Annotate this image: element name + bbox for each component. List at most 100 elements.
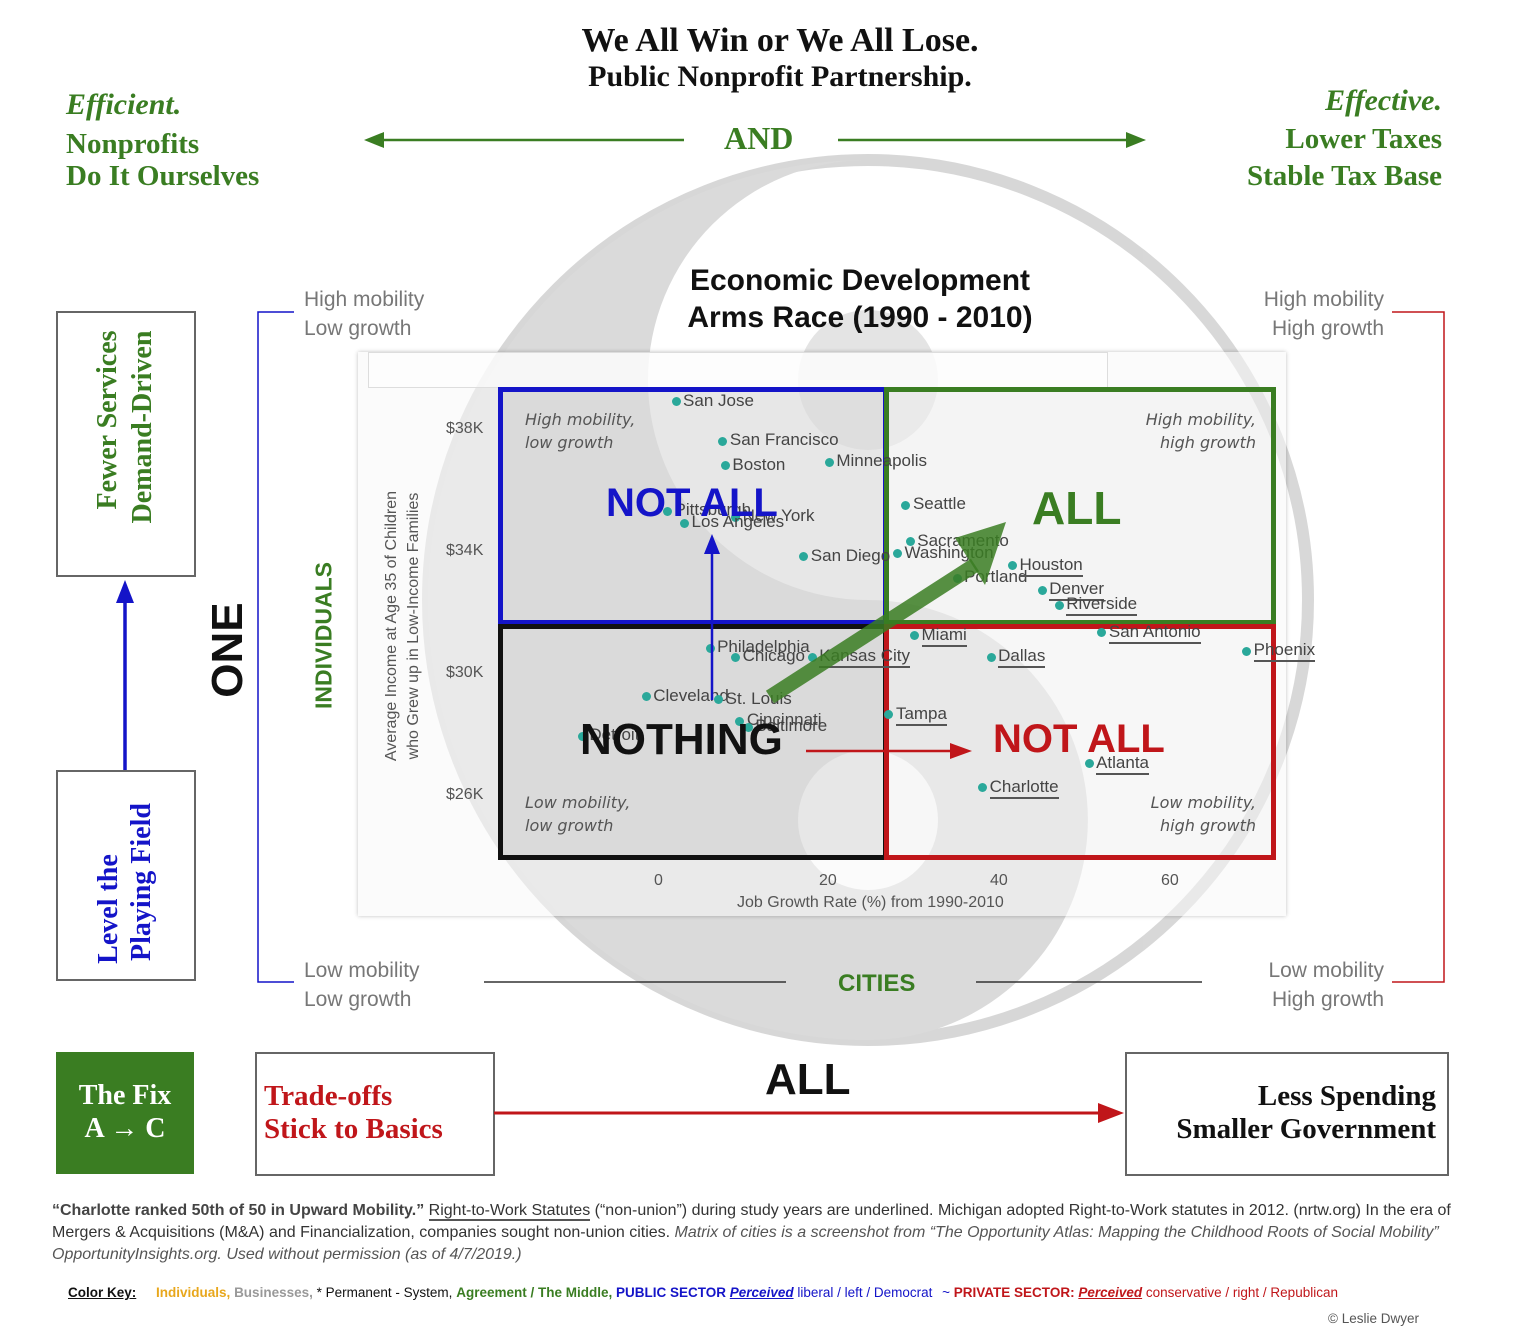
corner-top-right: High mobility High growth xyxy=(1264,285,1384,343)
header-left-line2: Do It Ourselves xyxy=(66,160,260,192)
quadrant-br-label: Low mobility, high growth xyxy=(1151,791,1256,837)
quadrant-tr-big-label: ALL xyxy=(1032,482,1122,534)
city-label: Baltimore xyxy=(755,716,828,736)
quadrant-br-label-line1: Low mobility, xyxy=(1150,793,1256,812)
y-tick: $38K xyxy=(446,420,484,437)
color-key-individuals: Individuals, xyxy=(156,1285,231,1300)
copyright: © Leslie Dwyer xyxy=(1328,1311,1419,1326)
footnote-rtw: Right-to-Work Statutes xyxy=(428,1202,591,1221)
corner-top-left: High mobility Low growth xyxy=(304,285,424,343)
city-label: San Francisco xyxy=(729,430,839,450)
tradeoffs-box xyxy=(255,1052,495,1176)
tradeoffs-line2: Stick to Basics xyxy=(264,1113,443,1145)
city-label: San Antonio xyxy=(1108,622,1201,644)
quadrant-bottom-right xyxy=(884,624,1276,860)
quadrant-bl-label-line2: low growth xyxy=(525,816,614,835)
corner-bottom-right-line1: Low mobility xyxy=(1268,959,1384,982)
corner-top-right-line2: High growth xyxy=(1271,317,1384,340)
quadrant-bl-big-label: NOTHING xyxy=(580,715,783,764)
level-field-box xyxy=(56,770,196,981)
corner-bottom-left: Low mobility Low growth xyxy=(304,956,420,1014)
city-label: Miami xyxy=(921,625,967,647)
corner-top-left-line1: High mobility xyxy=(304,288,425,311)
city-label: San Diego xyxy=(810,545,891,565)
city-point xyxy=(718,436,728,446)
color-key: Color Key: Individuals, Businesses, * Pe… xyxy=(68,1285,1338,1300)
city-point xyxy=(705,643,715,653)
color-key-label: Color Key: xyxy=(68,1285,137,1300)
header-right-line2: Stable Tax Base xyxy=(1247,160,1442,192)
color-key-private: PRIVATE SECTOR: xyxy=(953,1285,1075,1300)
city-point xyxy=(680,518,690,528)
city-point xyxy=(714,695,724,705)
footnote: “Charlotte ranked 50th of 50 in Upward M… xyxy=(52,1200,1457,1266)
header-left-line1: Nonprofits xyxy=(66,128,200,160)
quadrant-br-label-line2: high growth xyxy=(1160,816,1256,835)
quadrant-tr-label: High mobility, high growth xyxy=(1146,408,1256,454)
color-key-businesses: Businesses, xyxy=(234,1285,313,1300)
header-right-line1: Lower Taxes xyxy=(1285,123,1442,155)
city-point xyxy=(743,722,753,732)
color-key-permanent: * Permanent - System, xyxy=(316,1285,453,1300)
color-key-liberal: liberal / left / Democrat xyxy=(793,1285,933,1300)
city-point xyxy=(824,457,834,467)
quadrant-tl-big-label: NOT ALL xyxy=(606,481,778,525)
page-subtitle: Public Nonprofit Partnership. xyxy=(588,60,972,93)
the-fix-line2: A → C xyxy=(84,1113,166,1144)
city-label: Tampa xyxy=(895,704,947,726)
city-point xyxy=(735,716,745,726)
city-point xyxy=(577,731,587,741)
city-label: Charlotte xyxy=(989,777,1059,799)
cities-label: CITIES xyxy=(838,970,916,997)
city-label: Dallas xyxy=(998,646,1046,669)
color-key-public: PUBLIC SECTOR xyxy=(616,1285,727,1300)
header-and: AND xyxy=(724,120,794,156)
footnote-text: (“non-union”) during study years are und… xyxy=(52,1202,1451,1241)
footnote-source: Matrix of cities is a screenshot from “T… xyxy=(52,1224,1439,1263)
city-label: Cincinnati xyxy=(746,710,822,729)
corner-bottom-left-line2: Low growth xyxy=(304,988,412,1011)
city-point xyxy=(807,652,817,662)
city-label: Houston xyxy=(1019,555,1083,577)
city-label: Denver xyxy=(1049,579,1105,602)
corner-bottom-right: Low mobility High growth xyxy=(1268,956,1384,1014)
corner-bottom-right-line2: High growth xyxy=(1271,988,1384,1011)
city-label: Detroit xyxy=(589,725,640,745)
tradeoffs-arrow xyxy=(494,1103,1124,1123)
quadrant-bl-label: Low mobility, low growth xyxy=(525,791,630,837)
x-axis-label: Job Growth Rate (%) from 1990-2010 xyxy=(737,894,1004,911)
city-point xyxy=(910,631,919,641)
quadrant-tr-label-line2: high growth xyxy=(1160,433,1256,452)
quadrant-tl-label-line2: low growth xyxy=(525,433,614,452)
less-spending-line2: Smaller Government xyxy=(1176,1113,1436,1145)
city-label: Phoenix xyxy=(1253,640,1316,663)
city-point xyxy=(978,783,988,793)
the-fix-box xyxy=(56,1052,194,1174)
atlas-screenshot-panel xyxy=(358,352,1286,916)
city-point xyxy=(892,549,902,559)
city-point xyxy=(884,710,894,720)
y-tick: $26K xyxy=(446,786,484,803)
all-label: ALL xyxy=(765,1055,851,1104)
corner-top-right-line1: High mobility xyxy=(1263,288,1384,311)
color-key-conservative: conservative / right / Republican xyxy=(1142,1285,1338,1300)
y-tick: $34K xyxy=(446,542,484,559)
city-point xyxy=(905,537,915,547)
x-tick: 60 xyxy=(1161,872,1179,889)
city-label: Riverside xyxy=(1066,594,1138,617)
color-key-perceived-private: Perceived xyxy=(1078,1285,1143,1300)
x-tick: 0 xyxy=(654,872,663,889)
less-spending-line1: Less Spending xyxy=(1257,1080,1436,1112)
city-point xyxy=(663,506,673,516)
city-point xyxy=(1037,585,1047,595)
city-point xyxy=(731,652,741,662)
city-label: Seattle xyxy=(912,494,966,514)
level-field-arrow xyxy=(116,580,134,770)
city-label: Philadelphia xyxy=(717,637,810,656)
city-label: Cleveland xyxy=(653,685,729,705)
quadrant-top-left xyxy=(498,387,888,625)
footnote-quote: “Charlotte ranked 50th of 50 in Upward M… xyxy=(52,1202,425,1219)
color-key-perceived-public: Perceived xyxy=(729,1285,794,1300)
x-tick: 40 xyxy=(990,872,1008,889)
